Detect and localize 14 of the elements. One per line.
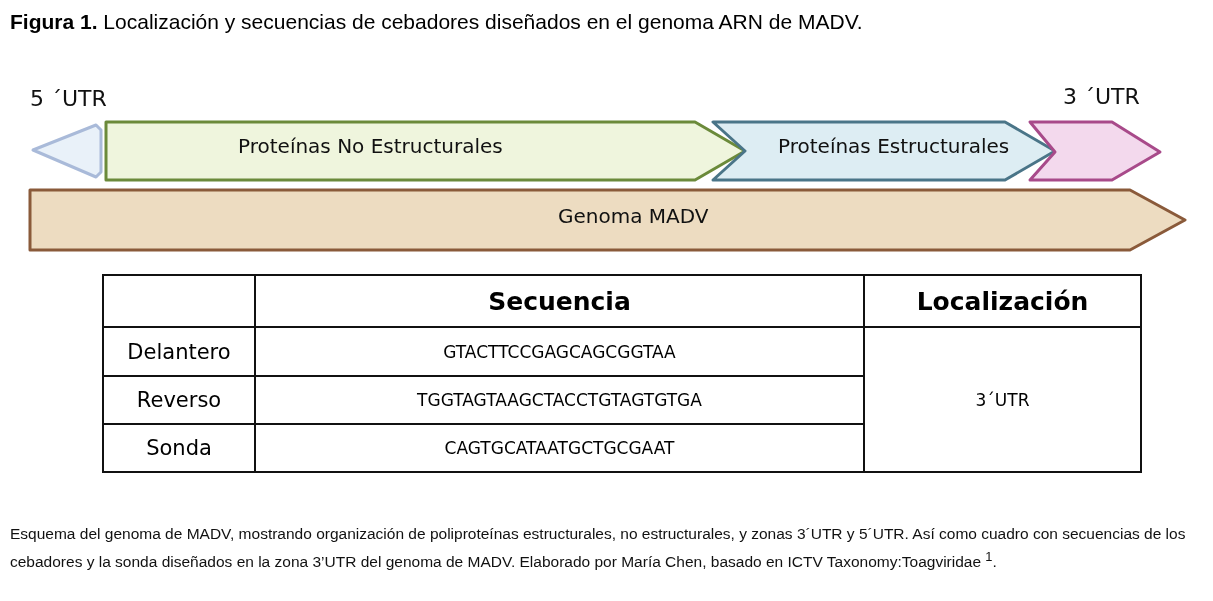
column-header: Secuencia <box>255 275 864 327</box>
figure-title: Figura 1. Localización y secuencias de cebadores diseñados en el genoma ARN de MADV. <box>10 10 863 34</box>
segment-label: Proteínas Estructurales <box>778 134 1010 158</box>
column-header: Localización <box>864 275 1141 327</box>
row-label: Reverso <box>103 376 255 424</box>
segment-label: Proteínas No Estructurales <box>238 134 503 158</box>
row-label: Sonda <box>103 424 255 472</box>
utr-label: 3 ´UTR <box>1063 84 1140 109</box>
segment-label: Genoma MADV <box>558 204 709 228</box>
sequence-text: GTACTTCCGAGCAGCGGTAA <box>255 327 864 376</box>
figure-caption: Esquema del genoma de MADV, mostrando organización de poliproteínas estructurales, no estructurales, y zonas 3´UTR y 5´UTR. Así como cuadro con secuencias de los cebadores y la sonda diseñados en la zona 3’UTR del genoma de MADV. Elaborado por María Chen, basado en ICTV Taxonomy:Toagviridae $^{1}$. <box>10 524 1187 573</box>
utr-label: 5 ´UTR <box>30 86 107 111</box>
location-text: 3´UTR <box>864 327 1141 472</box>
row-label: Delantero <box>103 327 255 376</box>
